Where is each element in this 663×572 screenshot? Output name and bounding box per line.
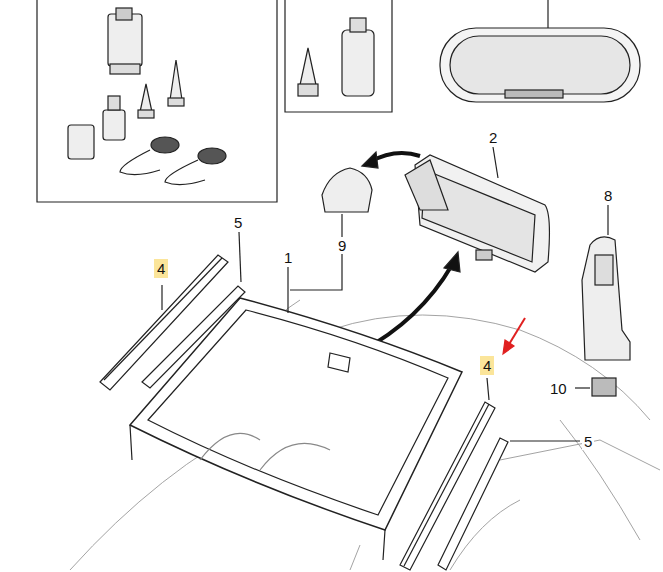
callout-number: 10 xyxy=(548,380,569,397)
callout-number: 1 xyxy=(282,249,294,266)
callout-number: 4 xyxy=(154,259,168,278)
callout-number: 5 xyxy=(232,214,244,231)
callout-number: 2 xyxy=(487,129,499,146)
callout-number: 8 xyxy=(602,187,614,204)
callout-number: 9 xyxy=(336,237,348,254)
callout-number: 4 xyxy=(480,356,494,375)
callout-number: 5 xyxy=(582,433,594,450)
